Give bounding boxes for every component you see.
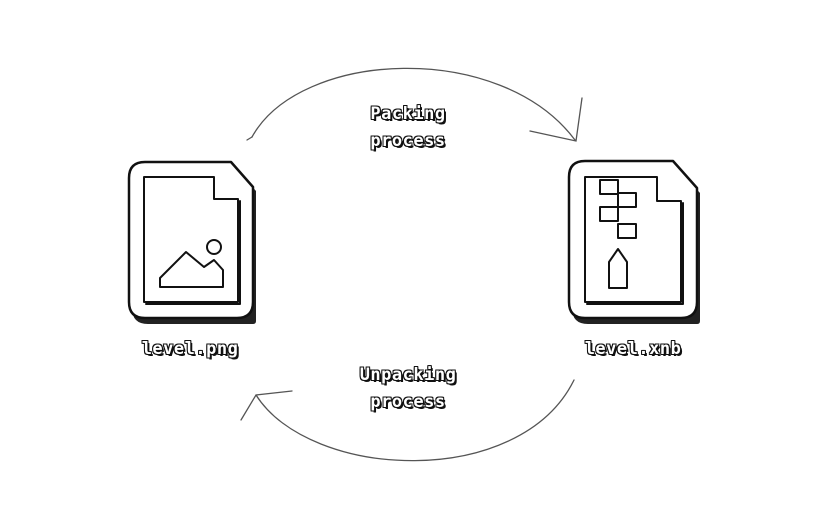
- packed-file-name: level.xnb: [584, 339, 682, 359]
- packing-label-line1: Packing: [370, 104, 446, 124]
- unpacking-process-label: Unpacking process: [333, 362, 483, 416]
- unpacking-label-line1: Unpacking: [359, 365, 457, 385]
- packing-arrow: [246, 67, 583, 142]
- source-file-name: level.png: [141, 339, 239, 359]
- zip-file-icon: [567, 159, 700, 324]
- image-file-icon: [127, 160, 256, 324]
- packing-process-label: Packing process: [333, 101, 483, 155]
- unpacking-arrow: [240, 379, 575, 462]
- packing-label-line2: process: [370, 131, 446, 151]
- unpacking-label-line2: process: [370, 392, 446, 412]
